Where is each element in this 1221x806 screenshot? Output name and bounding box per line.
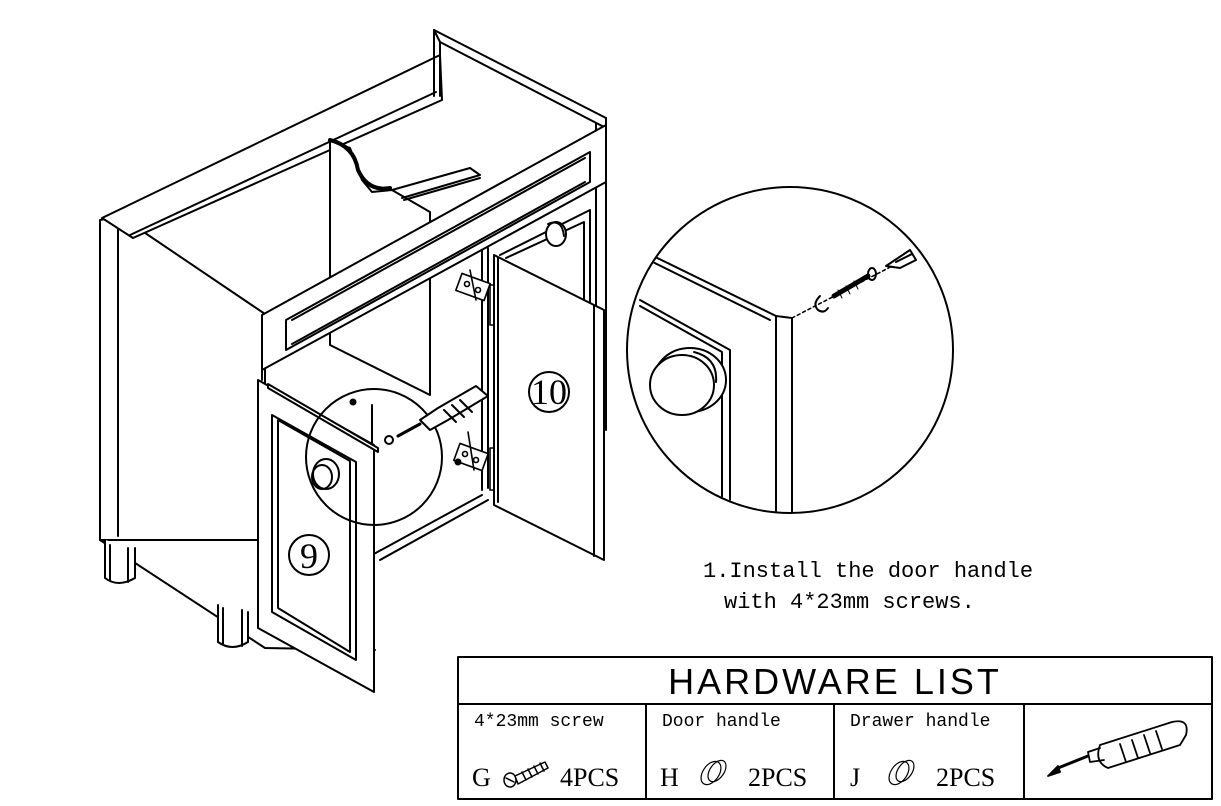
hardware-item-letter: H	[660, 763, 679, 792]
cabinet-leg-back	[217, 604, 249, 648]
detail-callout-large	[626, 186, 954, 514]
hardware-table	[457, 656, 1213, 800]
screw-icon	[503, 761, 549, 788]
cabinet-leg-front	[104, 539, 136, 584]
hardware-item-qty: 2PCS	[748, 763, 807, 792]
instruction-line-1: 1.Install the door handle	[703, 559, 1034, 584]
door-knob-right	[545, 221, 567, 247]
hardware-title: HARDWARE LIST	[668, 661, 1002, 702]
door-left	[257, 379, 379, 693]
door-label-left	[288, 534, 330, 576]
screwdriver-icon	[1047, 720, 1188, 777]
door-label-right	[528, 371, 570, 413]
knob-icon	[700, 759, 727, 786]
cabinet-back-panel	[433, 29, 607, 129]
screw-detail-icon	[831, 267, 877, 299]
hardware-item-letter: J	[850, 763, 860, 792]
drawer-front-panel	[285, 151, 591, 351]
screwdriver-small-icon	[384, 385, 489, 445]
door-knob-left	[311, 458, 340, 490]
door-knob-detail	[649, 347, 727, 416]
hardware-item-name: Drawer handle	[850, 712, 990, 732]
hardware-item-letter: G	[472, 763, 491, 792]
hardware-item-qty: 4PCS	[560, 763, 619, 792]
knob-icon	[888, 759, 915, 786]
hardware-item-qty: 2PCS	[936, 763, 995, 792]
door-right	[493, 209, 605, 561]
washer-icon	[814, 295, 829, 313]
door-label-left-text: 9	[300, 536, 318, 576]
cabinet-top-back-rail	[101, 54, 443, 239]
cabinet-left-panel	[99, 215, 266, 541]
detail-callout-small	[305, 388, 443, 526]
door-label-right-text: 10	[531, 372, 567, 412]
hardware-item-name: 4*23mm screw	[474, 712, 604, 732]
instruction-line-2: with 4*23mm screws.	[724, 590, 975, 615]
hardware-item-name: Door handle	[662, 712, 781, 732]
cabinet	[99, 29, 607, 651]
